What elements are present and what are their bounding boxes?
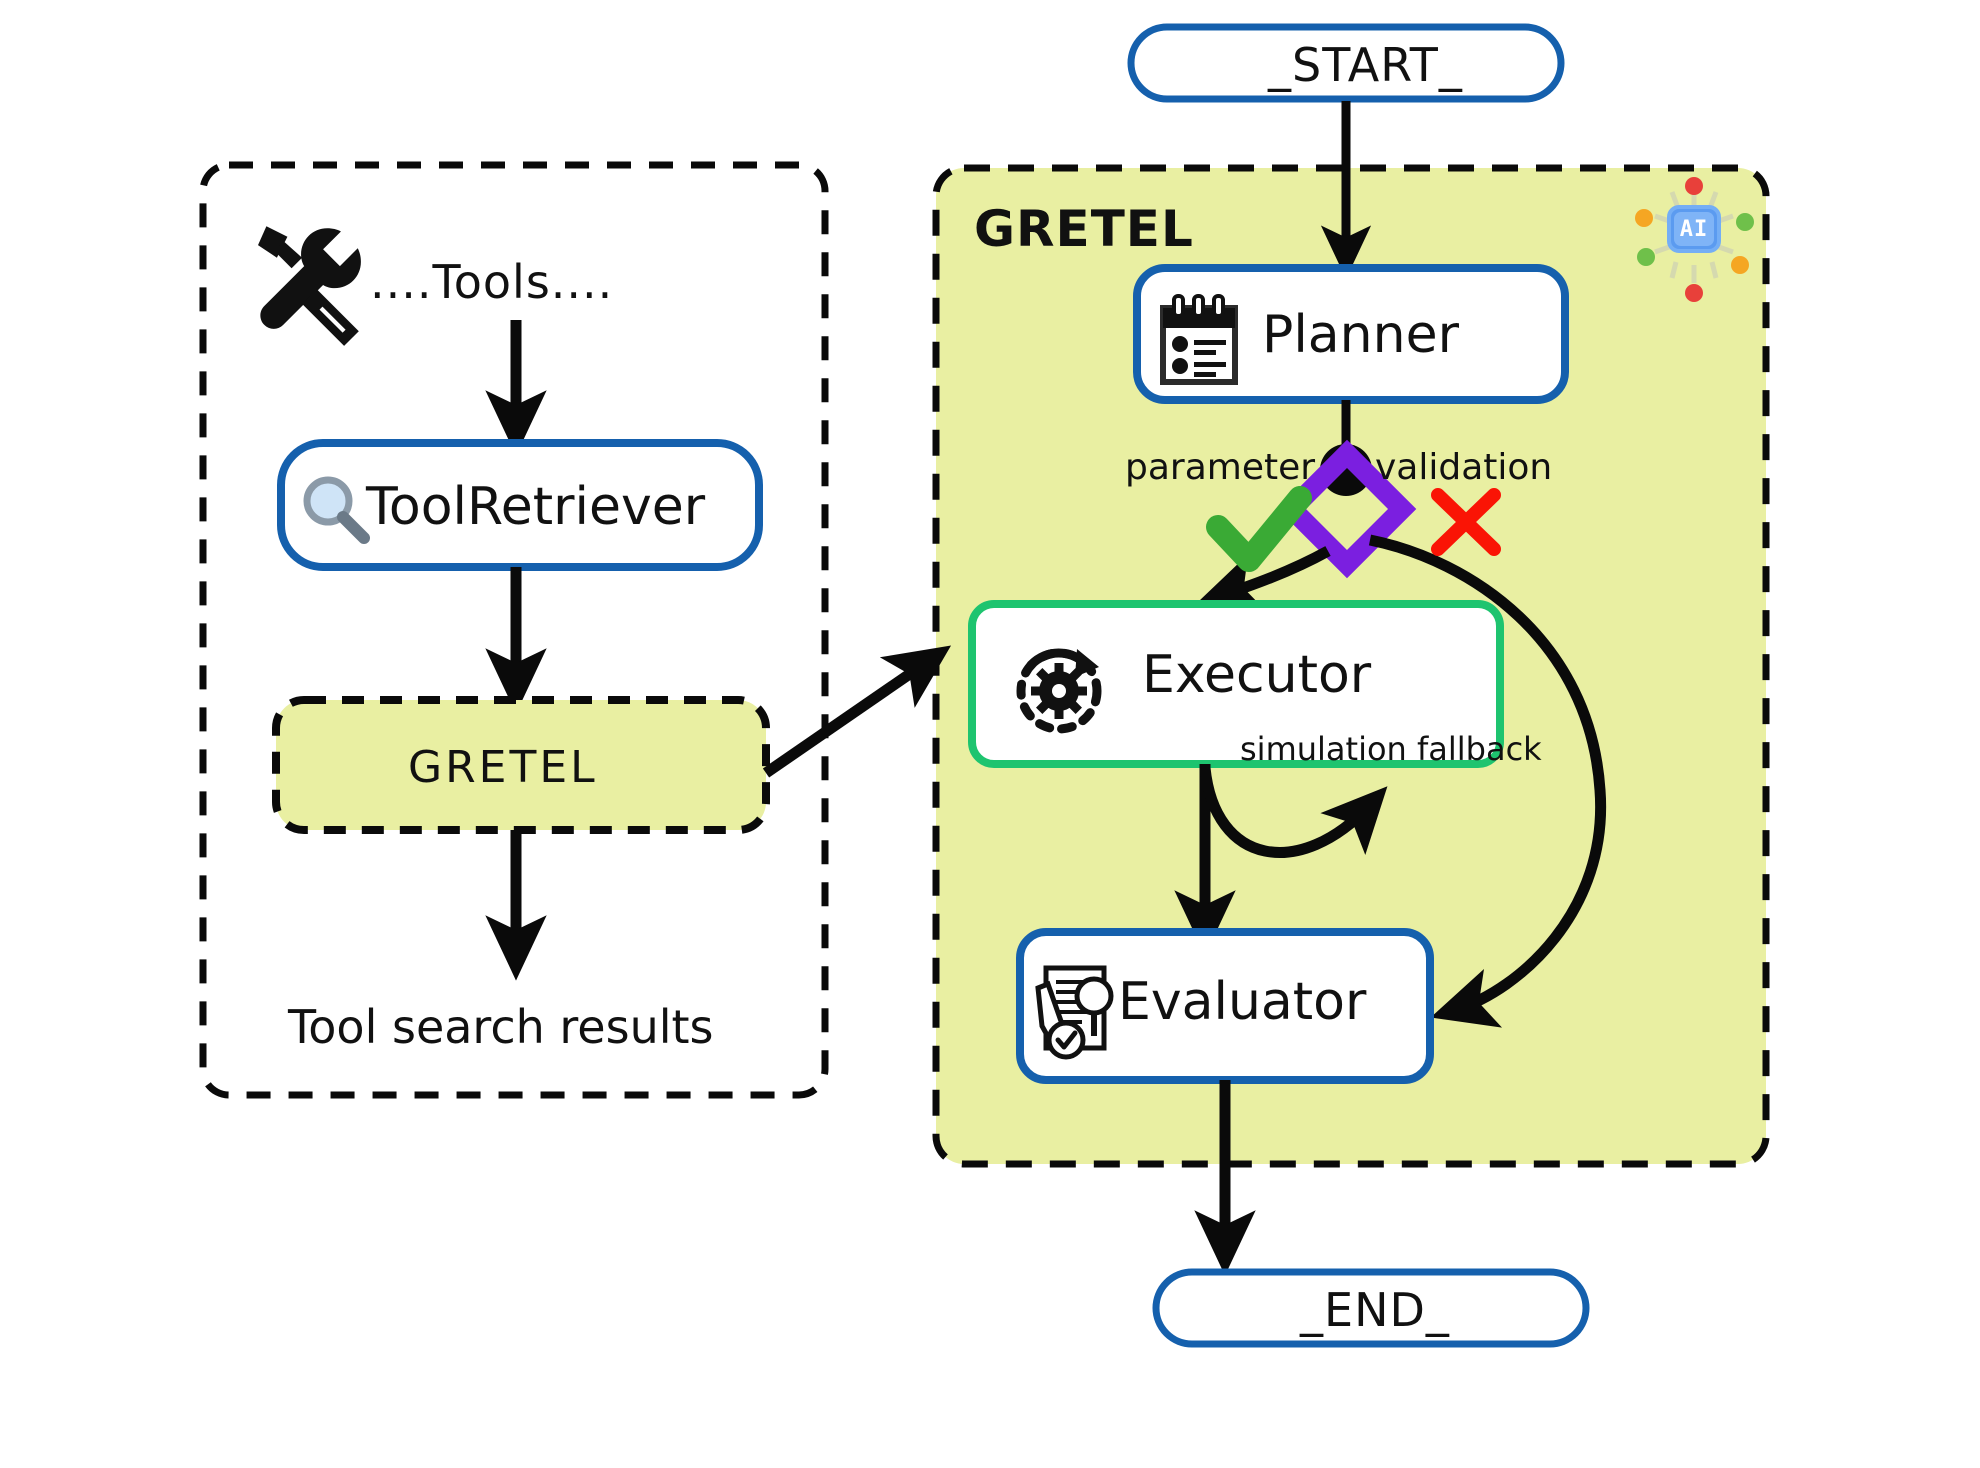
end-node-shape[interactable] [1152,1268,1590,1348]
validation-edge-label-right: validation [1375,447,1553,488]
ai-chip-icon: AI [1667,205,1721,253]
validation-edge-label-left: parameter [1125,447,1316,488]
edge-validation-executor [1195,546,1331,613]
gear-refresh-icon [1016,648,1102,734]
end-node-label: _END_ [1300,1283,1450,1337]
planner-node-shape[interactable] [1133,264,1569,404]
ai-dot-left-green [1637,248,1655,266]
clipboard-list-icon [1160,294,1238,385]
magnifier-icon [303,476,370,544]
cross-icon [1431,488,1501,556]
check-icon [1206,486,1312,572]
executor-sublabel: simulation fallback [1240,730,1542,768]
edge-executor-selfloop [1199,767,1388,858]
gretel-panel-title: GRETEL [974,200,1194,258]
ai-dot-right-green [1736,213,1754,231]
toolretriever-node-label: ToolRetriever [366,477,706,537]
document-review-icon [1035,965,1114,1060]
tool-search-results-label: Tool search results [288,1000,714,1054]
evaluator-node-label: Evaluator [1118,972,1367,1032]
edge-validation-evaluator [1368,534,1607,1028]
ai-dot-bottom-red [1685,284,1703,302]
gretel-box-label: GRETEL [408,742,598,793]
executor-node-shape[interactable] [968,600,1504,768]
ai-chip-label: AI [1674,212,1714,246]
edge-gretelbox-executor [762,645,952,778]
ai-dot-top-red [1685,177,1703,195]
start-node-shape[interactable] [1127,23,1565,103]
ai-dot-left-orange [1635,209,1653,227]
ai-dot-right-orange [1731,256,1749,274]
planner-node-label: Planner [1262,305,1459,365]
executor-node-label: Executor [1142,645,1372,705]
hammer-wrench-icon [258,226,361,346]
tools-label: ....Tools.... [370,255,614,309]
start-node-label: _START_ [1268,38,1463,92]
